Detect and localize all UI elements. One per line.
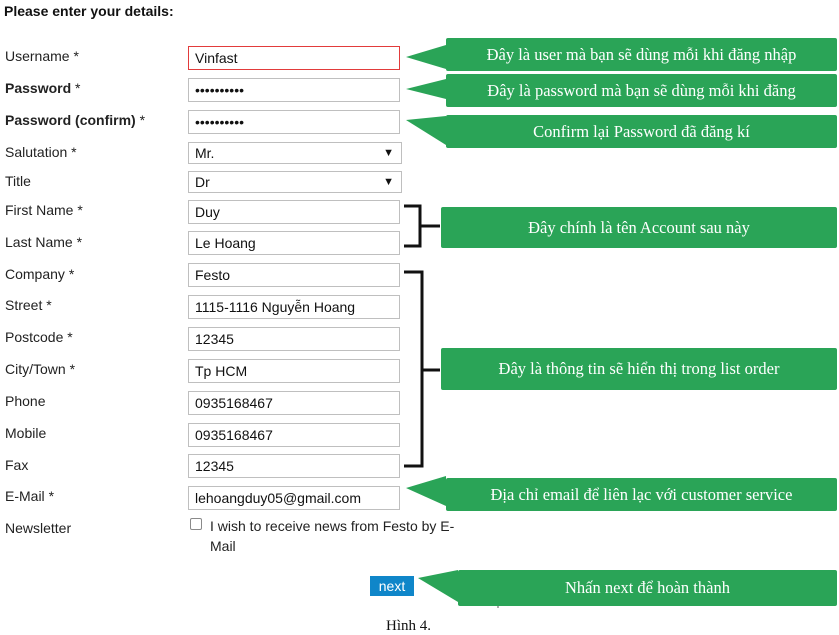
callout-username: Đây là user mà bạn sẽ dùng mỗi khi đăng … [446, 38, 837, 71]
first-name-label: First Name * [5, 202, 83, 218]
next-button[interactable]: next [370, 576, 414, 596]
street-label: Street * [5, 297, 52, 313]
title-select[interactable]: Dr ▼ [188, 171, 402, 193]
callout-name: Đây chính là tên Account sau này [441, 207, 837, 248]
title-label: Title [5, 173, 31, 189]
password-confirm-input[interactable] [188, 110, 400, 134]
callout-pointer-confirm [406, 116, 446, 145]
callout-pointer-username [406, 45, 446, 69]
callout-email: Địa chỉ email để liên lạc với customer s… [446, 478, 837, 511]
city-input[interactable] [188, 359, 400, 383]
newsletter-checkbox-text: I wish to receive news from Festo by E-M… [210, 518, 455, 554]
callout-order: Đây là thông tin sẽ hiển thị trong list … [441, 348, 837, 390]
mobile-label: Mobile [5, 425, 47, 441]
fax-input[interactable] [188, 454, 400, 478]
last-name-input[interactable] [188, 231, 400, 255]
dropdown-arrow-icon: ▼ [383, 176, 394, 188]
postcode-input[interactable] [188, 327, 400, 351]
salutation-value: Mr. [195, 145, 215, 161]
username-label: Username * [5, 48, 79, 64]
last-name-label: Last Name * [5, 234, 83, 250]
order-bracket [404, 270, 440, 468]
name-bracket [404, 204, 440, 248]
email-input[interactable] [188, 486, 400, 510]
newsletter-label: Newsletter [5, 520, 72, 536]
dropdown-arrow-icon: ▼ [383, 147, 394, 159]
callout-next: Nhấn next để hoàn thành [458, 570, 837, 606]
company-input[interactable] [188, 263, 400, 287]
phone-label: Phone [5, 393, 46, 409]
street-input[interactable] [188, 295, 400, 319]
email-label: E-Mail * [5, 488, 55, 504]
callout-password: Đây là password mà bạn sẽ dùng mỗi khi đ… [446, 74, 837, 107]
newsletter-checkbox[interactable] [190, 518, 202, 530]
city-label: City/Town * [5, 361, 76, 377]
first-name-input[interactable] [188, 200, 400, 224]
phone-input[interactable] [188, 391, 400, 415]
password-input[interactable] [188, 78, 400, 102]
title-value: Dr [195, 174, 210, 190]
mobile-input[interactable] [188, 423, 400, 447]
company-label: Company * [5, 266, 75, 282]
salutation-label: Salutation * [5, 144, 77, 160]
figure-caption: Hình 4. [386, 618, 431, 634]
password-confirm-label: Password (confirm) * [5, 112, 146, 128]
fax-label: Fax [5, 457, 29, 473]
password-label: Password * [5, 80, 81, 96]
callout-pointer-email [406, 476, 446, 506]
callout-confirm: Confirm lại Password đã đăng kí [446, 115, 837, 148]
username-input[interactable] [188, 46, 400, 70]
salutation-select[interactable]: Mr. ▼ [188, 142, 402, 164]
callout-pointer-next [418, 570, 458, 602]
callout-pointer-password [406, 79, 446, 99]
form-heading: Please enter your details: [4, 3, 174, 19]
postcode-label: Postcode * [5, 329, 73, 345]
